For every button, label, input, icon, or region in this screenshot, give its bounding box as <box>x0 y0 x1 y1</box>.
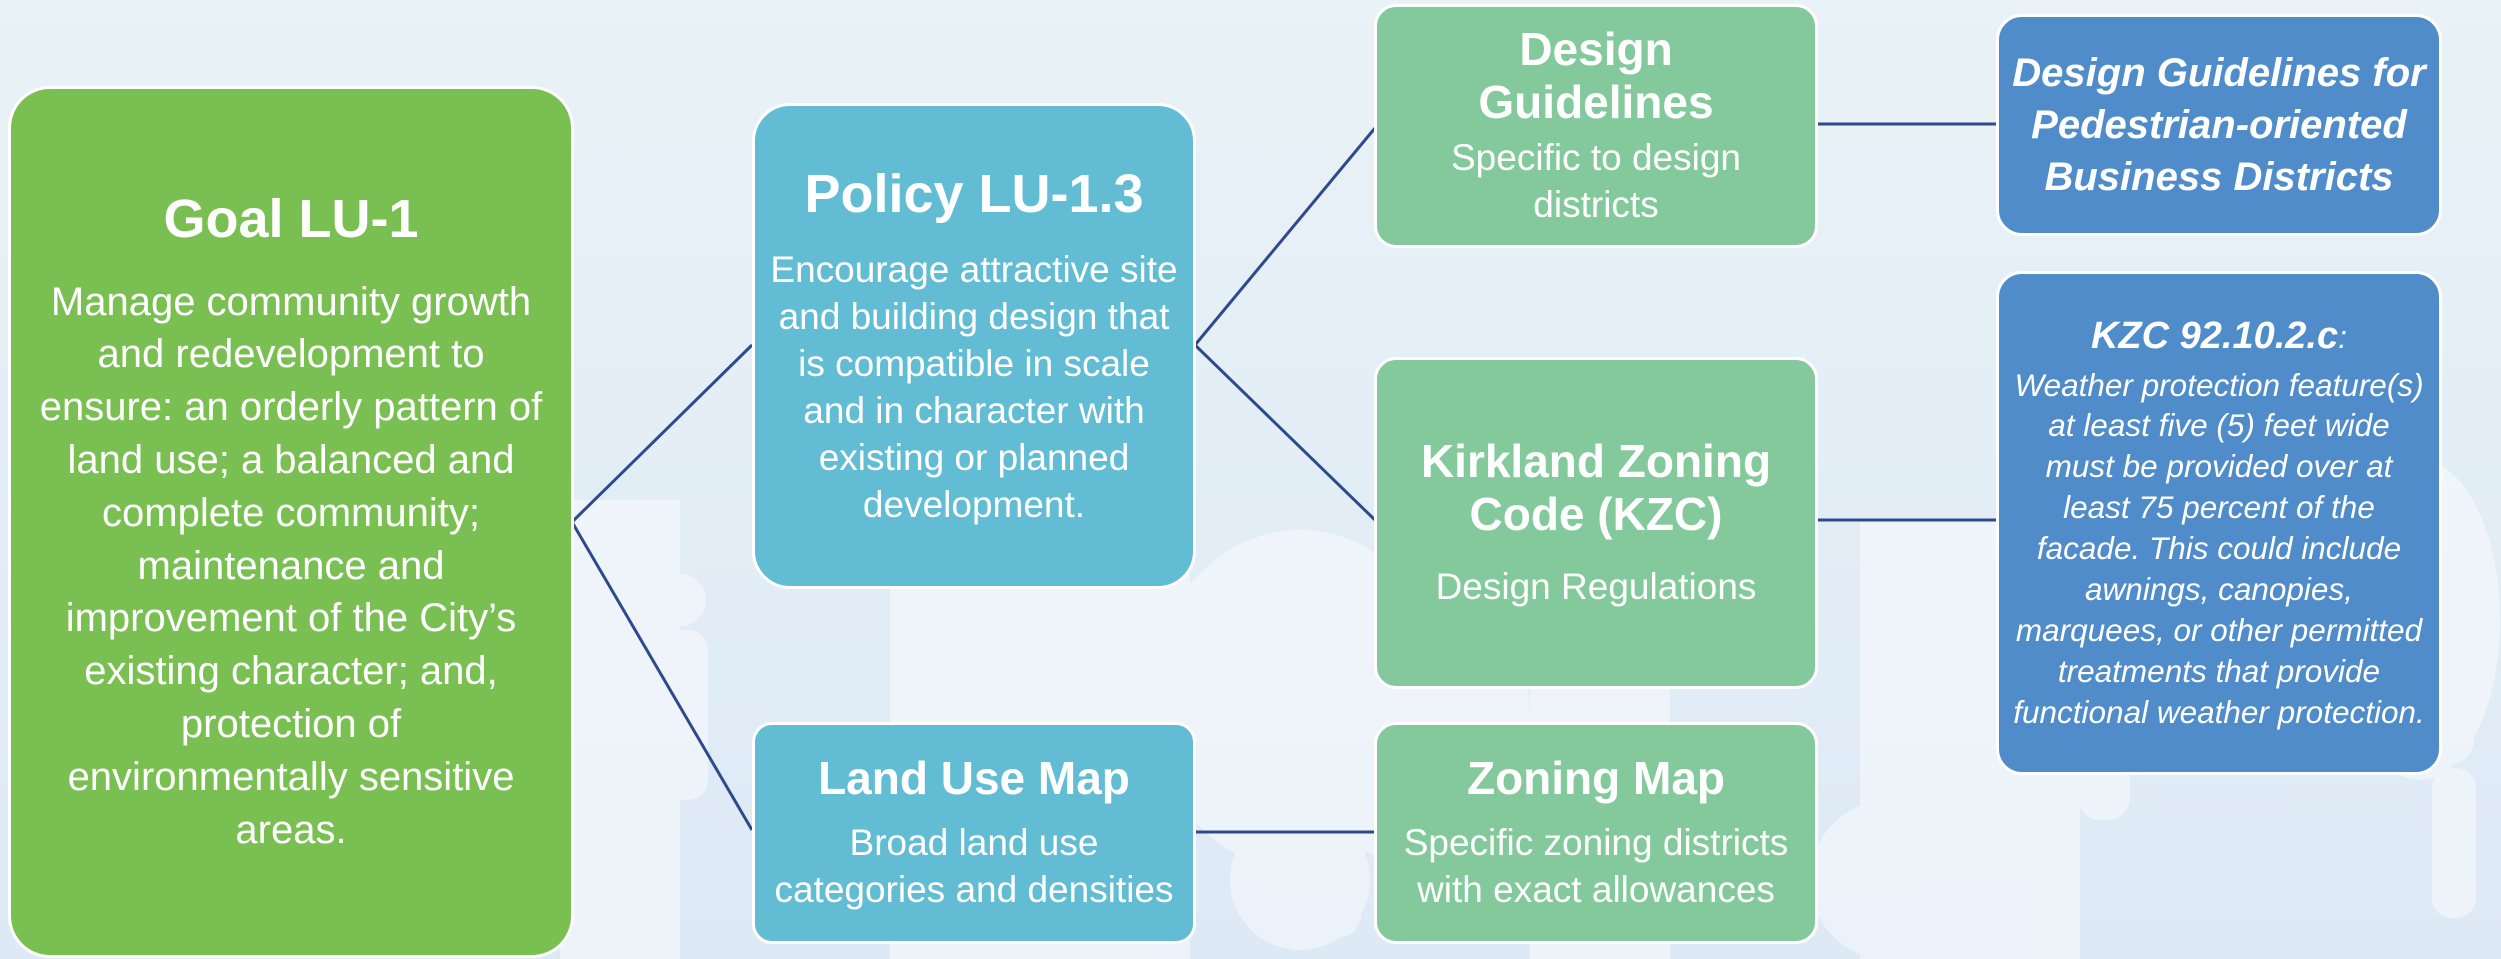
pedestrian-guidelines-title: Design Guidelines for Pedestrian-oriente… <box>2012 51 2426 199</box>
land-use-map-box: Land Use Map Broad land use categories a… <box>752 722 1196 944</box>
kzc-box: Kirkland Zoning Code (KZC) Design Regula… <box>1374 357 1818 689</box>
kzc-body: Design Regulations <box>1435 566 1757 608</box>
policy-to-kzc-connector <box>1193 343 1377 522</box>
design-guidelines-box: Design Guidelines Specific to design dis… <box>1374 4 1818 248</box>
zoning-map-box: Zoning Map Specific zoning districts wit… <box>1374 722 1818 944</box>
policy-lu-1-3-box: Policy LU-1.3 Encourage attractive site … <box>752 103 1196 589</box>
design-guidelines-body: Specific to design districts <box>1450 136 1741 225</box>
land-use-map-title: Land Use Map <box>818 751 1130 804</box>
goal-title: Goal LU-1 <box>163 188 419 249</box>
design-guidelines-title: Design Guidelines <box>1478 23 1714 129</box>
kzc-detail-code: KZC 92.10.2.c <box>2090 315 2339 358</box>
land-use-map-body: Broad land use categories and densities <box>774 822 1174 911</box>
kzc-title: Kirkland Zoning Code (KZC) <box>1420 434 1772 540</box>
kzc-detail-heading: KZC 92.10.2.c: <box>2091 313 2347 361</box>
goal-body: Manage community growth and redevelopmen… <box>39 279 543 852</box>
zoning-map-title: Zoning Map <box>1466 751 1726 804</box>
policy-title: Policy LU-1.3 <box>804 164 1144 224</box>
goal-to-policy-connector <box>570 343 754 524</box>
kzc-detail-box: KZC 92.10.2.c: Weather protection featur… <box>1996 271 2442 775</box>
goal-lu-1-box: Goal LU-1 Manage community growth and re… <box>8 86 574 958</box>
kzc-detail-body: Weather protection feature(s) at least f… <box>2013 366 2425 731</box>
goal-to-land-use-map-connector <box>570 521 754 831</box>
zoning-map-body: Specific zoning districts with exact all… <box>1403 822 1789 911</box>
pedestrian-guidelines-box: Design Guidelines for Pedestrian-oriente… <box>1996 14 2442 236</box>
policy-body: Encourage attractive site and building d… <box>770 249 1178 526</box>
kzc-detail-colon: : <box>2338 319 2348 356</box>
policy-to-design-guidelines-connector <box>1193 127 1377 346</box>
